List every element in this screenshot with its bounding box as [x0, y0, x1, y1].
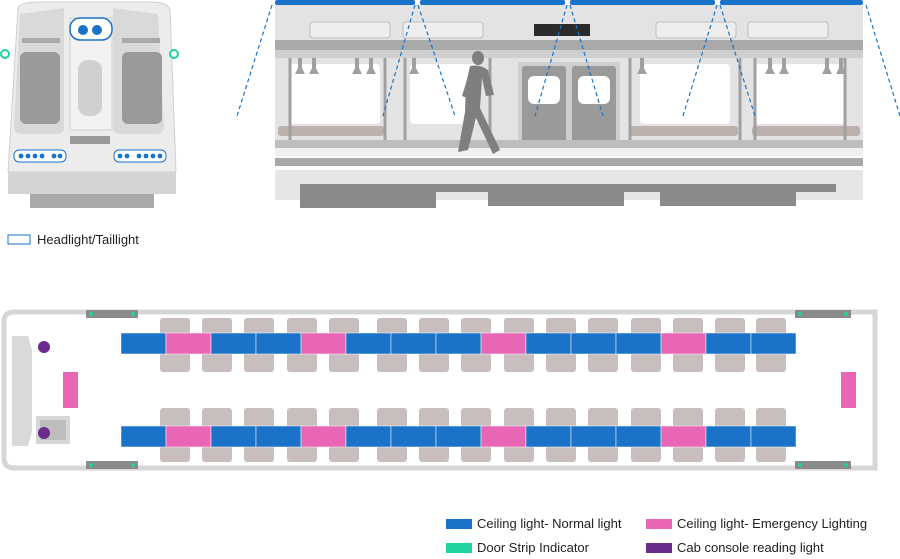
normal-light-segment — [435, 425, 482, 448]
headlight-icon — [69, 17, 113, 41]
passenger-silhouette — [458, 51, 500, 154]
ceiling-light-strip-top — [120, 332, 797, 355]
legend-cab-console-swatch — [646, 543, 672, 553]
door-strip-indicator-left — [0, 49, 10, 59]
normal-light-segment — [570, 425, 617, 448]
emergency-light-segment — [300, 332, 347, 355]
car-front-view — [0, 1, 179, 208]
normal-light-segment — [435, 332, 482, 355]
emergency-light-segment — [480, 332, 527, 355]
legend-cab-console-label: Cab console reading light — [677, 540, 824, 555]
normal-light-segment — [390, 332, 437, 355]
emergency-light-segment — [660, 332, 707, 355]
ceiling-light-strip-bottom — [120, 425, 797, 448]
normal-light-segment — [570, 332, 617, 355]
normal-light-segment — [210, 425, 257, 448]
cab-emergency-light-right — [841, 372, 856, 408]
normal-light-segment — [750, 332, 797, 355]
normal-light-segment — [120, 332, 167, 355]
headlight-cluster-right — [113, 149, 167, 163]
cab-emergency-light-left — [63, 372, 78, 408]
legend-door-strip-label: Door Strip Indicator — [477, 540, 589, 555]
legend-emergency-light: Ceiling light- Emergency Lighting — [677, 516, 867, 531]
headlight-cluster-left — [13, 149, 67, 163]
emergency-light-segment — [300, 425, 347, 448]
normal-light-segment — [615, 332, 662, 355]
normal-light-segment — [705, 332, 752, 355]
legend-emergency-swatch — [646, 519, 672, 529]
normal-light-segment — [345, 332, 392, 355]
normal-light-segment — [615, 425, 662, 448]
legend-emergency-label: Ceiling light- Emergency Lighting — [677, 516, 868, 531]
legend-normal-light: Ceiling light- Normal light — [477, 516, 622, 531]
legend-door-strip: Door Strip Indicator — [477, 540, 589, 555]
emergency-light-segment — [165, 332, 212, 355]
normal-light-segment — [525, 425, 572, 448]
car-floor-plan — [1, 309, 878, 471]
normal-light-segment — [255, 425, 302, 448]
cab-console-light-upper — [38, 341, 50, 353]
normal-light-segment — [120, 425, 167, 448]
legend-normal-swatch — [446, 519, 472, 529]
normal-light-segment — [525, 332, 572, 355]
car-interior-side-view — [236, 0, 900, 208]
normal-light-segment — [390, 425, 437, 448]
legend-headlight-swatch — [7, 234, 31, 245]
normal-light-segment — [705, 425, 752, 448]
normal-light-segment — [255, 332, 302, 355]
legend-headlight: Headlight/Taillight — [37, 232, 139, 247]
legend-cab-console: Cab console reading light — [677, 540, 824, 555]
emergency-light-segment — [660, 425, 707, 448]
emergency-light-segment — [480, 425, 527, 448]
normal-light-segment — [210, 332, 257, 355]
door-strips — [86, 310, 851, 469]
emergency-light-segment — [165, 425, 212, 448]
normal-light-segment — [750, 425, 797, 448]
legend-normal-label: Ceiling light- Normal light — [477, 516, 622, 531]
legend-headlight-label: Headlight/Taillight — [37, 232, 139, 247]
normal-light-segment — [345, 425, 392, 448]
cab-console-light-lower — [38, 427, 50, 439]
door-strip-indicator-right — [169, 49, 179, 59]
legend-door-strip-swatch — [446, 543, 472, 553]
